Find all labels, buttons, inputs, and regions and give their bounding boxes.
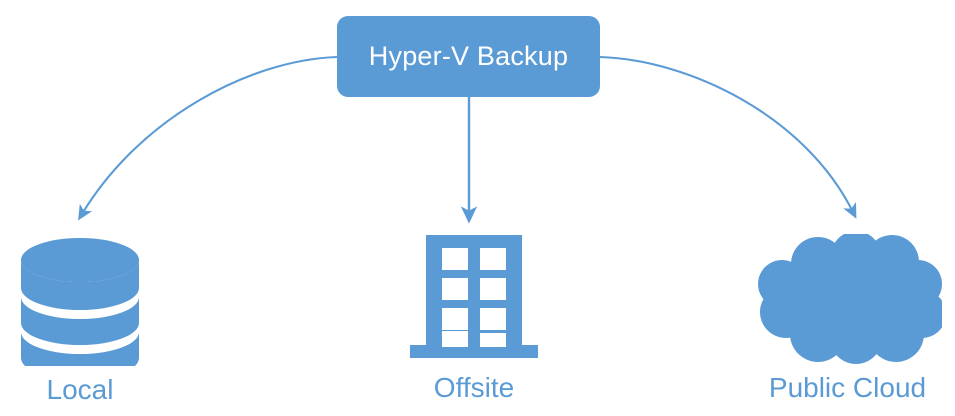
cloud-icon [758,234,942,364]
offsite-label: Offsite [433,372,515,403]
connector-to-local [78,55,338,221]
public-cloud-label: Public Cloud [768,372,927,403]
hyper-v-backup-node[interactable]: Hyper-V Backup [337,16,600,97]
local-target[interactable] [18,236,142,366]
public-cloud-target[interactable] [756,234,942,364]
connector-to-cloud [599,55,857,219]
hyper-v-backup-node-label: Hyper-V Backup [368,41,569,71]
office-building-icon [410,235,538,358]
database-cylinder-icon [21,238,139,366]
offsite-target[interactable] [406,232,542,362]
local-label: Local [46,374,114,405]
